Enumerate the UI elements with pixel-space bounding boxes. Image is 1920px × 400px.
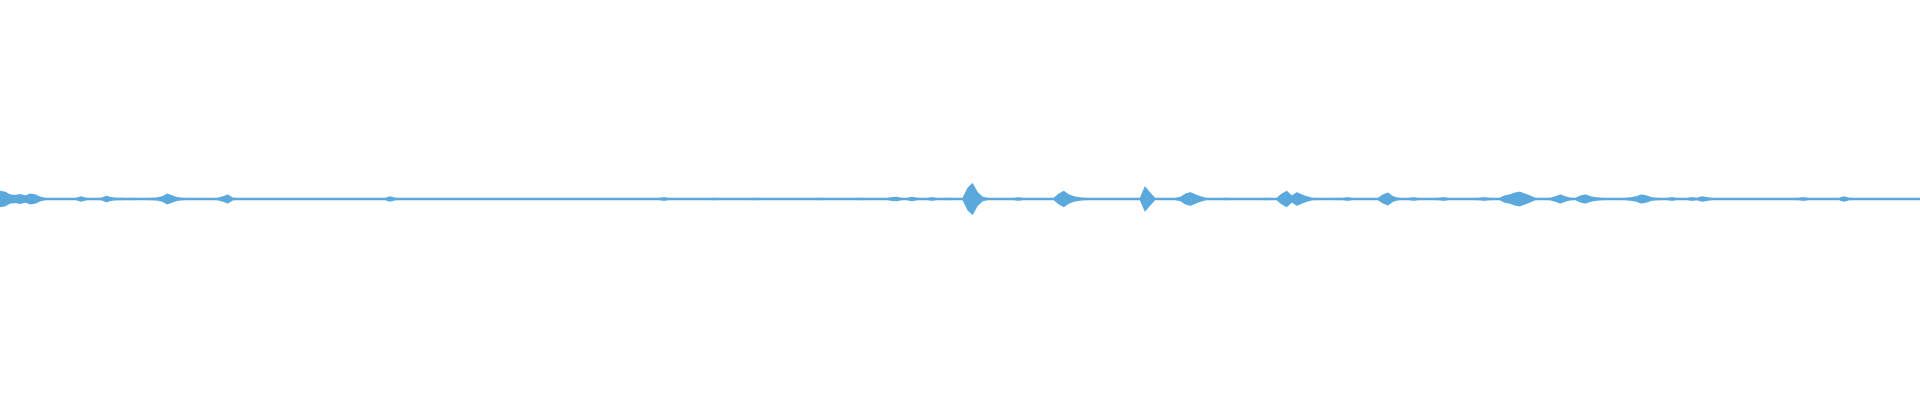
waveform-shape <box>0 182 1920 216</box>
